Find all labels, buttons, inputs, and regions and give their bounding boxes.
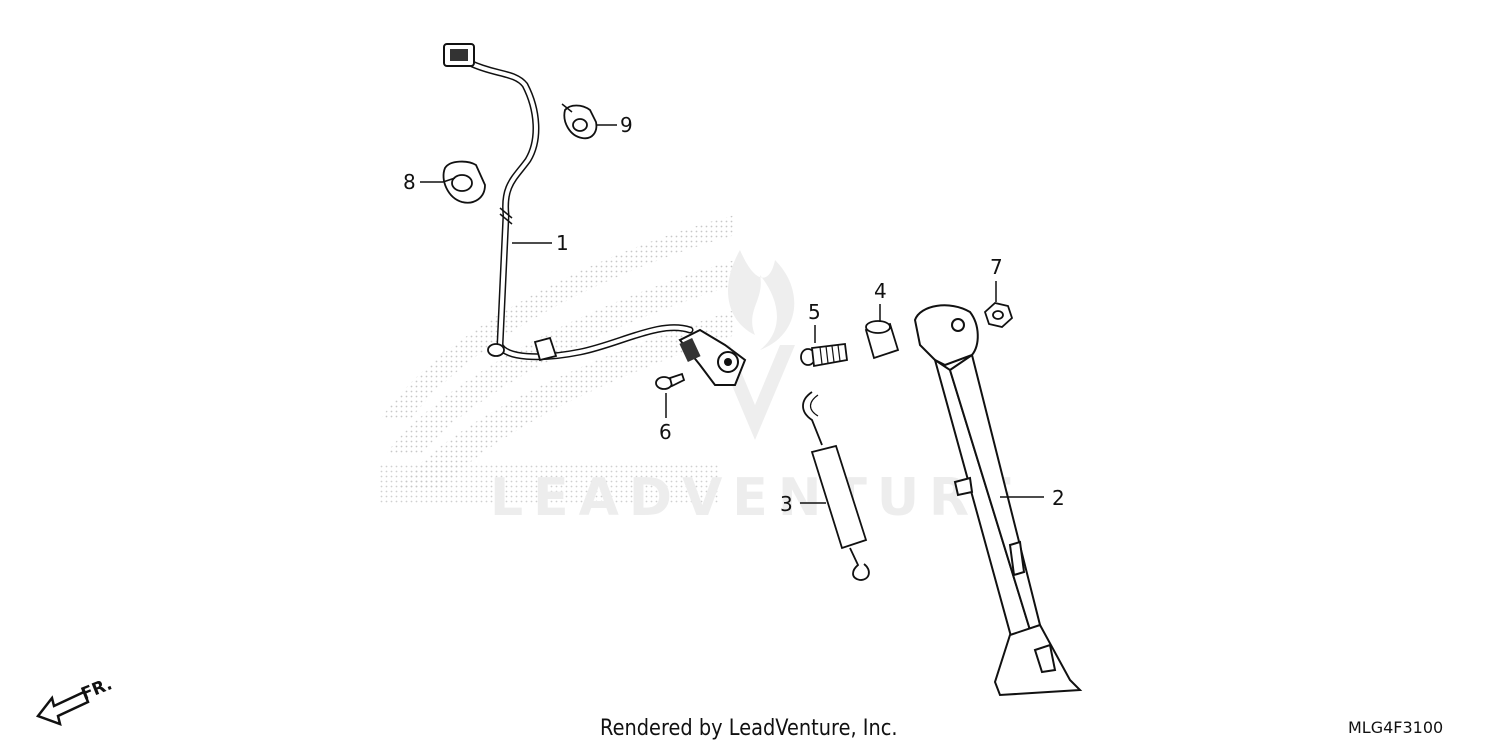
footer-credit: Rendered by LeadVenture, Inc. — [600, 716, 898, 741]
part-4-collar — [864, 320, 900, 360]
callout-1: 1 — [556, 231, 569, 255]
callout-5: 5 — [808, 300, 821, 324]
watermark-text: LEADVENTURE — [490, 468, 1025, 528]
callout-2: 2 — [1052, 486, 1065, 510]
part-3-spring — [802, 391, 870, 581]
front-label: FR. — [78, 674, 115, 704]
brand-watermark-wing — [380, 215, 735, 505]
callout-labels: 1 2 3 4 5 6 7 8 9 — [403, 113, 1065, 516]
part-7-nut — [983, 302, 1014, 328]
callout-8: 8 — [403, 170, 416, 194]
part-1-side-stand-switch — [443, 43, 747, 386]
part-2-side-stand — [913, 304, 1083, 697]
callout-4: 4 — [874, 279, 887, 303]
part-8-clamp — [442, 160, 486, 204]
front-arrow-icon — [35, 690, 90, 726]
callout-7: 7 — [990, 255, 1003, 279]
diagram-code: MLG4F3100 — [1348, 718, 1444, 737]
leader-lines — [420, 124, 1044, 504]
leadventure-watermark: LEADVENTURE — [490, 250, 1025, 528]
part-5-bolt — [800, 342, 848, 368]
callout-9: 9 — [620, 113, 633, 137]
part-9-clamp — [561, 103, 598, 140]
front-direction-indicator: FR. — [35, 674, 115, 726]
callout-3: 3 — [780, 492, 793, 516]
part-6-screw — [655, 372, 686, 390]
callout-6: 6 — [659, 420, 672, 444]
